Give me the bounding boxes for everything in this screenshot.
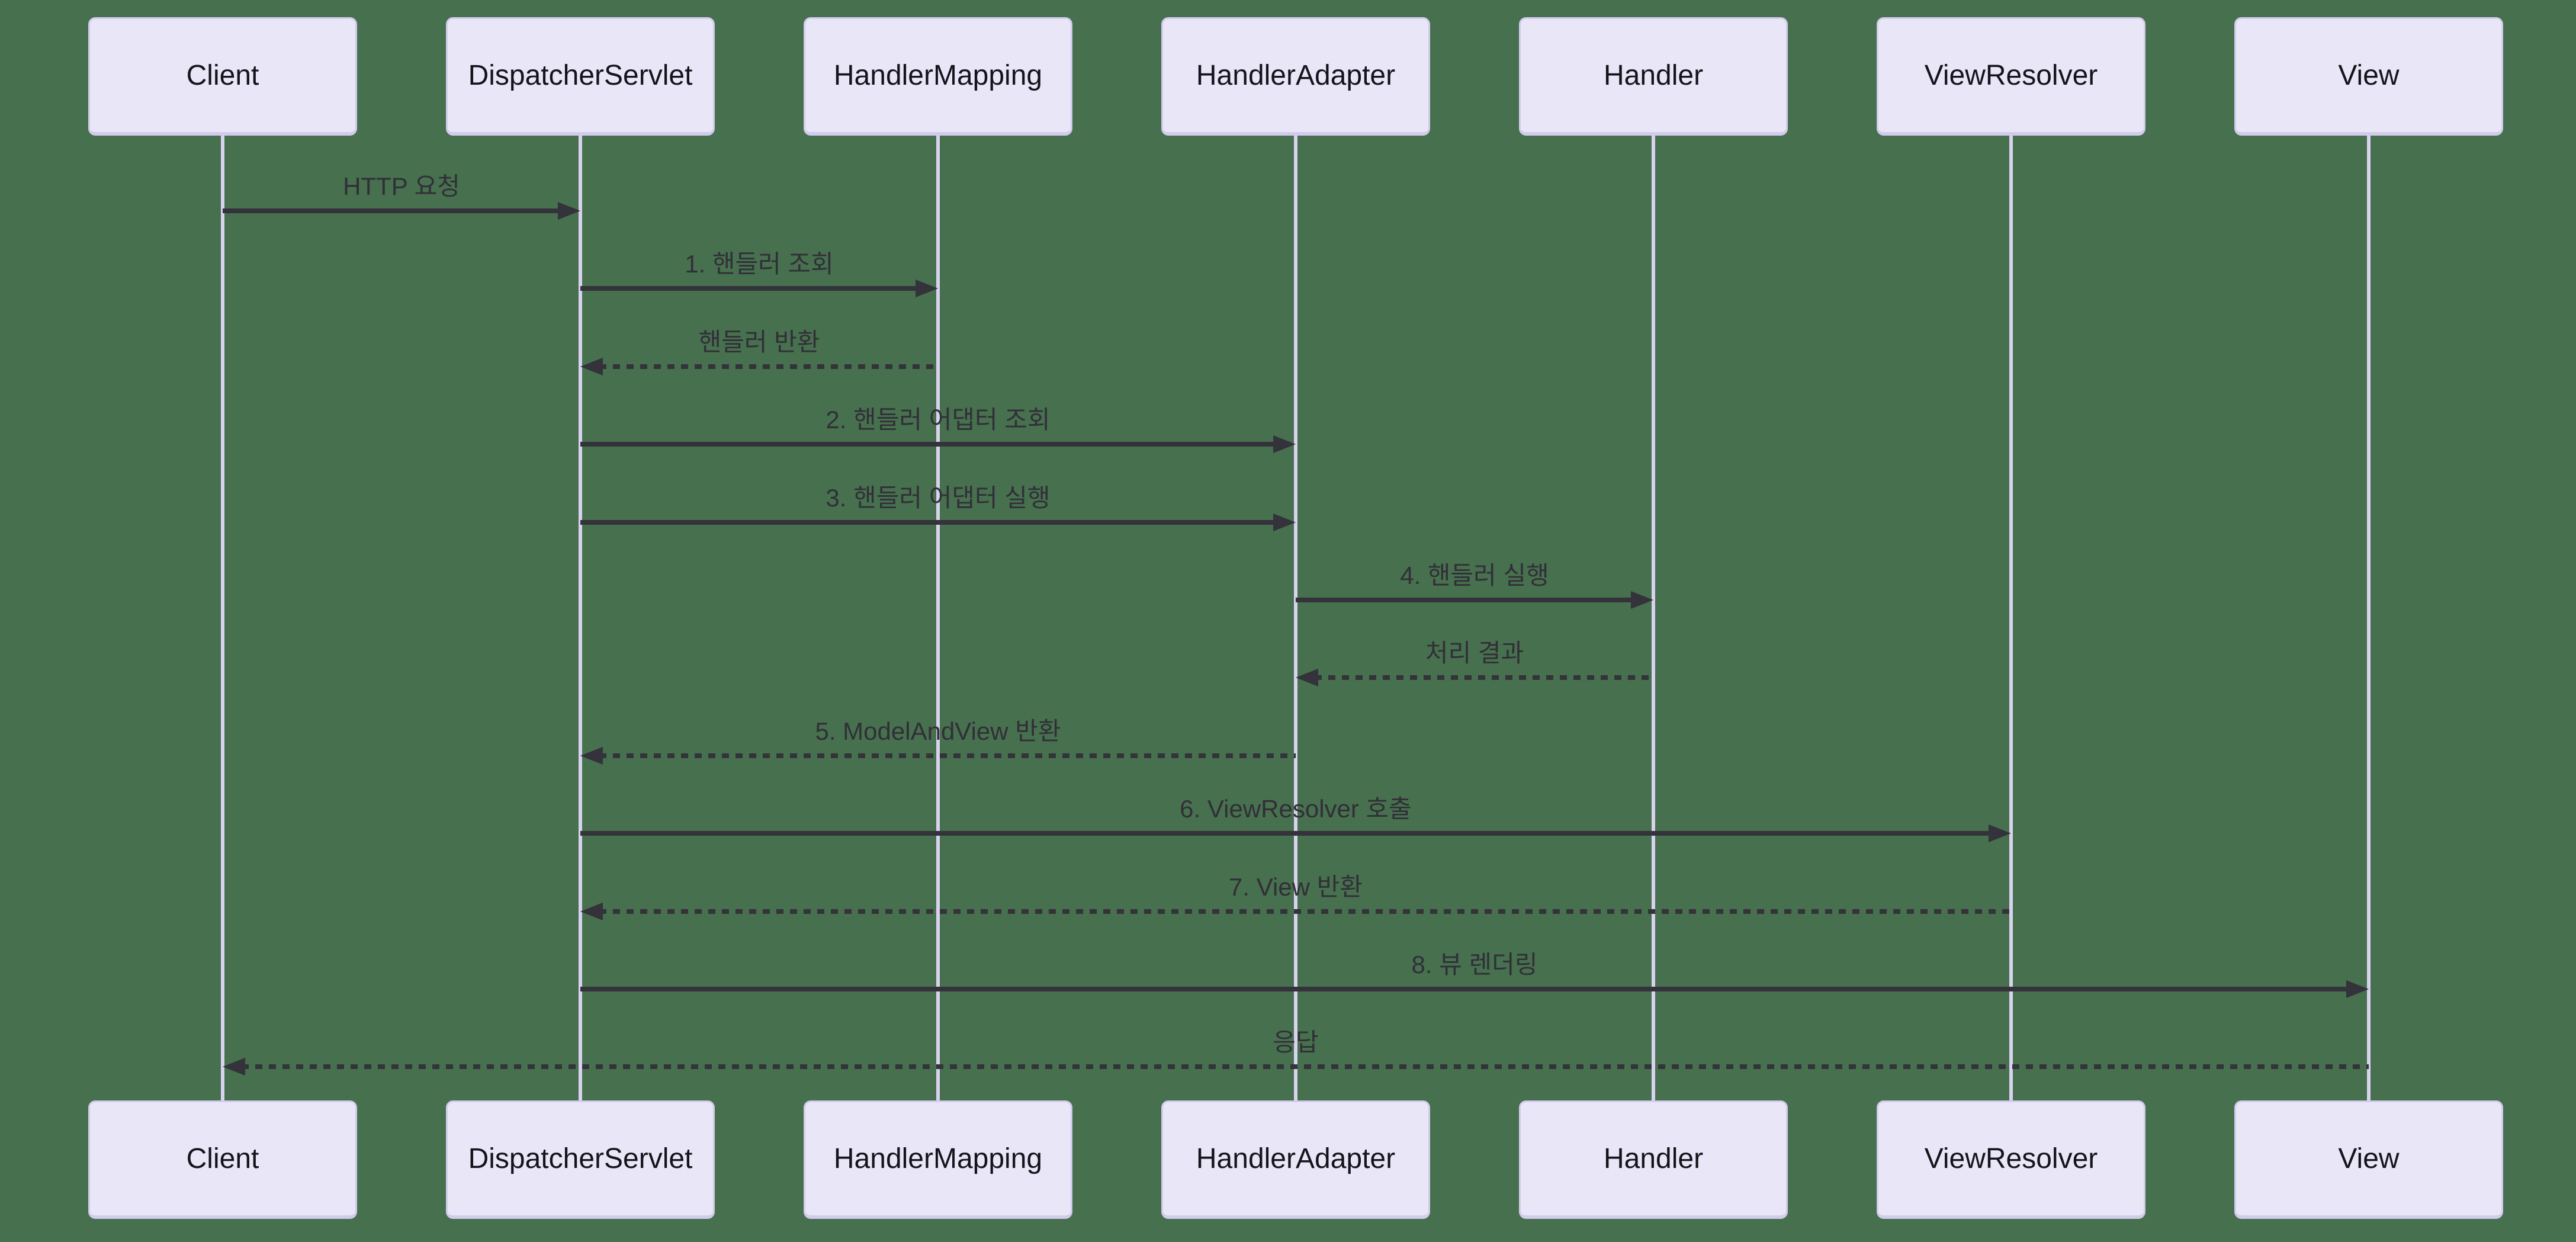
message-line	[599, 909, 2011, 914]
message-label: 1. 핸들러 조회	[685, 250, 834, 278]
participant-bottom-dispatcher-servlet: DispatcherServlet	[446, 1100, 715, 1219]
participant-top-handler-mapping: HandlerMapping	[804, 17, 1072, 136]
message-label: 7. View 반환	[1229, 873, 1363, 901]
participant-top-client: Client	[88, 17, 357, 136]
message-arrowhead	[1989, 824, 2011, 842]
message-line	[580, 520, 1277, 525]
participant-top-view-resolver: ViewResolver	[1877, 17, 2145, 136]
message-arrowhead	[2346, 980, 2369, 998]
participant-label: Handler	[1603, 1143, 1704, 1174]
message-line	[580, 831, 1992, 836]
participant-bottom-client: Client	[88, 1100, 357, 1219]
participant-label: DispatcherServlet	[468, 60, 693, 91]
participant-label: View	[2338, 1143, 2400, 1174]
message-arrowhead	[1273, 514, 1296, 531]
lifeline-dispatcher-servlet	[579, 136, 582, 1100]
message-arrowhead	[1273, 435, 1296, 453]
message-label: 3. 핸들러 어댑터 실행	[826, 484, 1051, 512]
lifeline-view	[2367, 136, 2371, 1100]
message-label: 2. 핸들러 어댑터 조회	[826, 406, 1051, 434]
lifeline-client	[221, 136, 224, 1100]
message-arrowhead	[223, 1058, 245, 1076]
message-label: 8. 뷰 렌더링	[1411, 951, 1538, 978]
message-arrowhead	[1296, 669, 1318, 686]
participant-label: Handler	[1603, 60, 1704, 91]
message-arrowhead	[1631, 591, 1653, 609]
participant-label: HandlerAdapter	[1196, 1143, 1396, 1174]
message-label: 처리 결과	[1425, 639, 1524, 667]
participant-label: DispatcherServlet	[468, 1143, 693, 1174]
message-arrowhead	[580, 358, 603, 376]
message-arrowhead	[916, 280, 938, 297]
participant-bottom-handler-adapter: HandlerAdapter	[1161, 1100, 1430, 1219]
participant-label: HandlerAdapter	[1196, 60, 1396, 91]
message-label: 5. ModelAndView 반환	[815, 717, 1061, 745]
message-label: HTTP 요청	[343, 172, 460, 200]
participant-label: Client	[186, 1143, 259, 1174]
participant-label: Client	[186, 60, 259, 91]
participant-top-handler: Handler	[1519, 17, 1788, 136]
lifeline-handler	[1652, 136, 1655, 1100]
participant-bottom-view-resolver: ViewResolver	[1877, 1100, 2145, 1219]
message-label: 핸들러 반환	[698, 328, 820, 356]
message-line	[580, 987, 2350, 991]
message-arrowhead	[558, 202, 580, 220]
participant-top-dispatcher-servlet: DispatcherServlet	[446, 17, 715, 136]
message-label: 4. 핸들러 실행	[1400, 561, 1549, 589]
message-line	[1315, 675, 1653, 680]
participant-label: ViewResolver	[1924, 1143, 2098, 1174]
message-line	[599, 753, 1296, 758]
message-label: 6. ViewResolver 호출	[1180, 795, 1412, 823]
participant-label: ViewResolver	[1924, 60, 2098, 91]
lifeline-view-resolver	[2009, 136, 2013, 1100]
participant-top-view: View	[2234, 17, 2503, 136]
participant-top-handler-adapter: HandlerAdapter	[1161, 17, 1430, 136]
message-arrowhead	[580, 747, 603, 765]
participant-label: View	[2338, 60, 2400, 91]
message-line	[599, 364, 938, 369]
lifeline-handler-adapter	[1294, 136, 1297, 1100]
participant-bottom-view: View	[2234, 1100, 2503, 1219]
participant-label: HandlerMapping	[833, 60, 1043, 91]
message-line	[242, 1064, 2369, 1069]
message-line	[580, 286, 919, 291]
message-line	[1296, 598, 1634, 602]
message-label: 응답	[1273, 1028, 1319, 1056]
lifeline-handler-mapping	[936, 136, 940, 1100]
message-line	[580, 442, 1277, 447]
participant-bottom-handler: Handler	[1519, 1100, 1788, 1219]
participant-bottom-handler-mapping: HandlerMapping	[804, 1100, 1072, 1219]
participant-label: HandlerMapping	[833, 1143, 1043, 1174]
message-line	[223, 208, 561, 213]
message-arrowhead	[580, 903, 603, 920]
